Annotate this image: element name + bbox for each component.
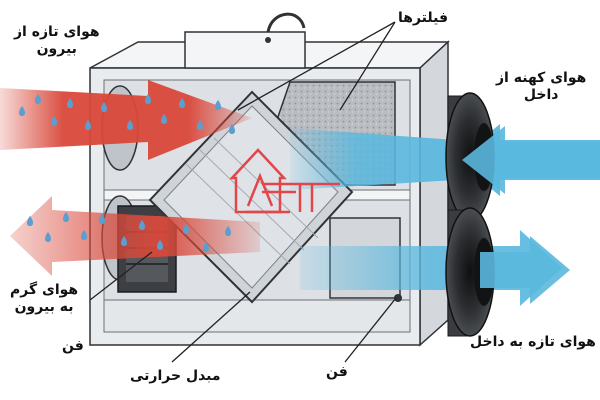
water-droplet bbox=[121, 236, 127, 246]
label-warm-air-to-outside: هوای گرم به بیرون bbox=[10, 282, 78, 316]
water-droplet bbox=[51, 116, 57, 126]
water-droplets bbox=[19, 94, 235, 252]
water-droplet bbox=[139, 220, 145, 230]
water-droplet bbox=[101, 102, 107, 112]
label-fresh-air-from-outside: هوای تازه از بیرون bbox=[14, 24, 100, 58]
label-stale-air-from-inside-line1: هوای کهنه از bbox=[496, 70, 587, 86]
water-droplet bbox=[81, 230, 87, 240]
water-droplet bbox=[67, 98, 73, 108]
water-droplet bbox=[215, 100, 221, 110]
water-droplet bbox=[183, 224, 189, 234]
leader-lines bbox=[89, 21, 397, 363]
water-droplet bbox=[27, 216, 33, 226]
water-droplet bbox=[35, 94, 41, 104]
water-droplet bbox=[85, 120, 91, 130]
water-droplet bbox=[197, 120, 203, 130]
water-droplet bbox=[145, 94, 151, 104]
water-droplet bbox=[19, 106, 25, 116]
water-droplet bbox=[63, 212, 69, 222]
water-droplet bbox=[127, 120, 133, 130]
label-warm-air-to-outside-line2: به بیرون bbox=[14, 299, 74, 315]
label-fan-bottom: فن bbox=[326, 364, 348, 380]
water-droplet bbox=[203, 242, 209, 252]
label-heat-exchanger: مبدل حرارتی bbox=[130, 368, 221, 384]
water-droplet bbox=[179, 98, 185, 108]
label-fan-left: فن bbox=[62, 338, 84, 354]
label-stale-air-from-inside: هوای کهنه از داخل bbox=[496, 70, 586, 104]
label-fresh-air-to-inside: هوای تازه به داخل bbox=[470, 334, 596, 350]
water-droplet bbox=[157, 240, 163, 250]
label-warm-air-to-outside-line1: هوای گرم bbox=[10, 282, 79, 298]
label-fresh-air-from-outside-line1: هوای تازه از bbox=[14, 24, 100, 40]
label-stale-air-from-inside-line2: داخل bbox=[523, 87, 559, 103]
water-droplet bbox=[161, 114, 167, 124]
atf-logo bbox=[229, 148, 340, 214]
water-droplet bbox=[229, 124, 235, 134]
water-droplet bbox=[45, 232, 51, 242]
label-filters: فیلترها bbox=[398, 10, 448, 26]
water-droplet bbox=[99, 214, 105, 224]
label-fresh-air-from-outside-line2: بیرون bbox=[36, 41, 77, 57]
water-droplet bbox=[225, 226, 231, 236]
